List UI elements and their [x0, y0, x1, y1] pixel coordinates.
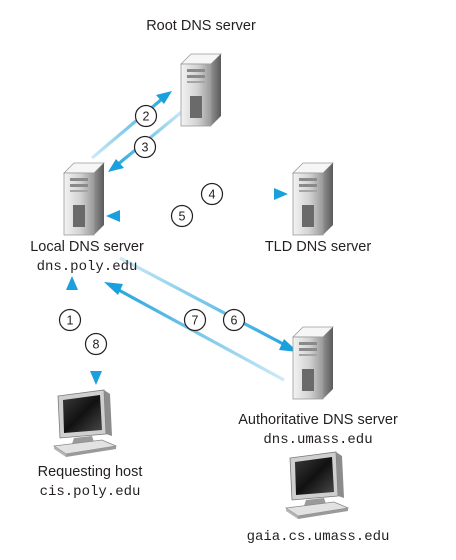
requesting-host-computer-icon — [52, 389, 118, 457]
target-host-hostname: gaia.cs.umass.edu — [247, 529, 390, 545]
step-circle-1: 1 — [58, 308, 82, 332]
step-labels: 1 2 3 4 5 6 7 8 — [58, 104, 246, 356]
authoritative-dns-server-label: Authoritative DNS server — [238, 412, 398, 428]
step-circle-2: 2 — [134, 104, 158, 128]
arrow-step-2 — [90, 91, 172, 160]
step-circle-5: 5 — [170, 204, 194, 228]
step-number-4: 4 — [209, 188, 216, 202]
authoritative-dns-server-icon — [292, 326, 334, 400]
step-number-5: 5 — [179, 210, 186, 224]
local-dns-server-icon — [63, 162, 105, 236]
arrow-step-7 — [104, 282, 285, 382]
step-number-1: 1 — [67, 314, 74, 328]
step-circle-4: 4 — [200, 182, 224, 206]
authoritative-dns-server-hostname: dns.umass.edu — [263, 432, 372, 448]
step-number-3: 3 — [142, 141, 149, 155]
arrow-step-1 — [66, 276, 78, 385]
arrow-step-5 — [106, 210, 288, 222]
step-circle-7: 7 — [183, 308, 207, 332]
target-host-computer-icon — [284, 451, 350, 519]
arrow-step-4 — [106, 188, 288, 200]
root-dns-server-icon — [180, 53, 222, 127]
arrow-step-8 — [90, 282, 102, 385]
root-dns-server-label: Root DNS server — [146, 18, 256, 34]
step-circle-3: 3 — [133, 135, 157, 159]
step-number-7: 7 — [192, 314, 199, 328]
local-dns-server-hostname: dns.poly.edu — [37, 259, 138, 275]
tld-dns-server-icon — [292, 162, 334, 236]
step-number-2: 2 — [143, 110, 150, 124]
requesting-host-label: Requesting host — [38, 464, 143, 480]
local-dns-server-label: Local DNS server — [30, 239, 144, 255]
step-circle-6: 6 — [222, 308, 246, 332]
requesting-host-hostname: cis.poly.edu — [40, 484, 141, 500]
tld-dns-server-label: TLD DNS server — [265, 239, 372, 255]
step-circle-8: 8 — [84, 332, 108, 356]
step-number-6: 6 — [231, 314, 238, 328]
step-number-8: 8 — [93, 338, 100, 352]
